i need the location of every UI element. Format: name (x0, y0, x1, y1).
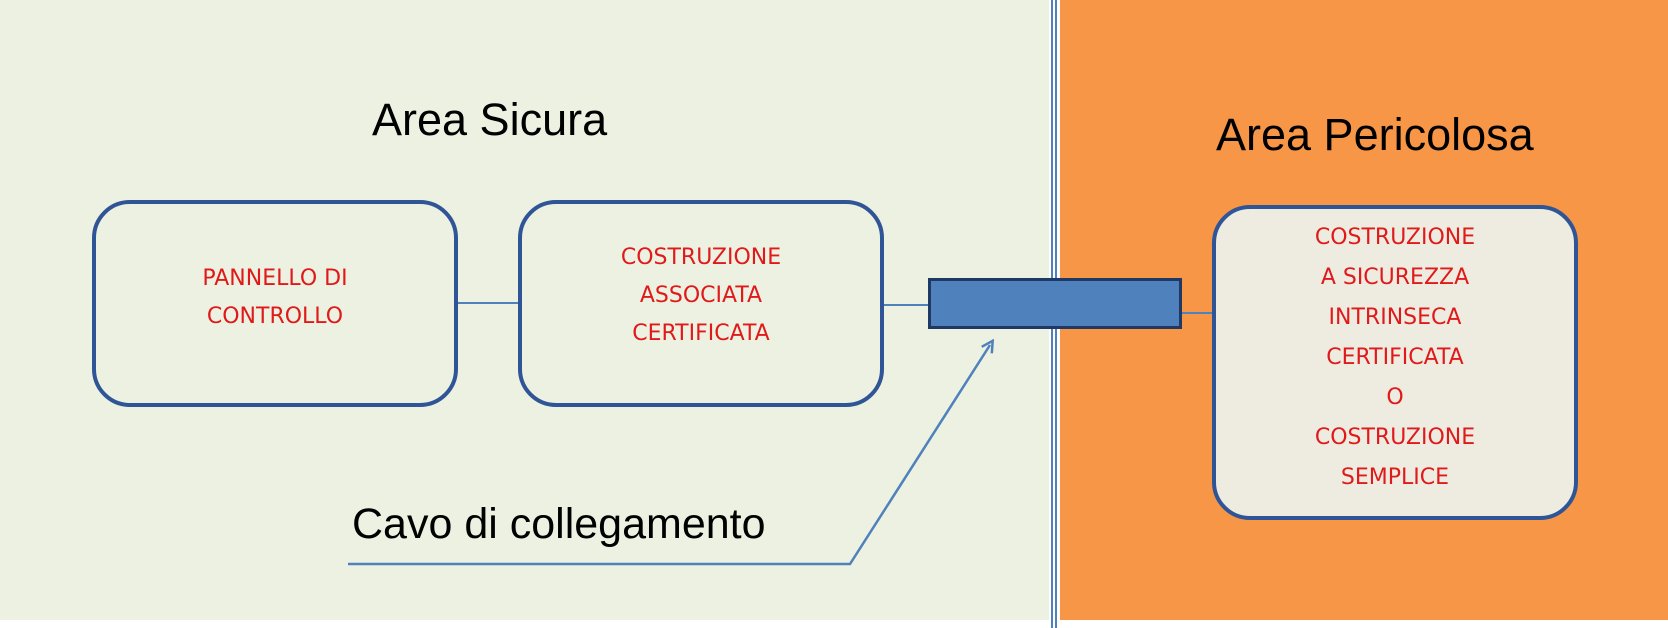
safe-area-title: Area Sicura (372, 94, 608, 145)
cable-label: Cavo di collegamento (352, 500, 766, 548)
control-panel-label: PANNELLO DI CONTROLLO (202, 265, 348, 329)
connection-cable-bar (928, 278, 1182, 329)
danger-area-title: Area Pericolosa (1216, 109, 1534, 160)
intrinsic-apparatus-label: COSTRUZIONE A SICUREZZA INTRINSECA CERTI… (1314, 224, 1476, 490)
associated-apparatus-box: COSTRUZIONE ASSOCIATA CERTIFICATA (518, 200, 884, 407)
intrinsic-apparatus-box: COSTRUZIONE A SICUREZZA INTRINSECA CERTI… (1212, 205, 1578, 520)
associated-apparatus-label: COSTRUZIONE ASSOCIATA CERTIFICATA (620, 244, 782, 346)
control-panel-box: PANNELLO DI CONTROLLO (92, 200, 458, 407)
